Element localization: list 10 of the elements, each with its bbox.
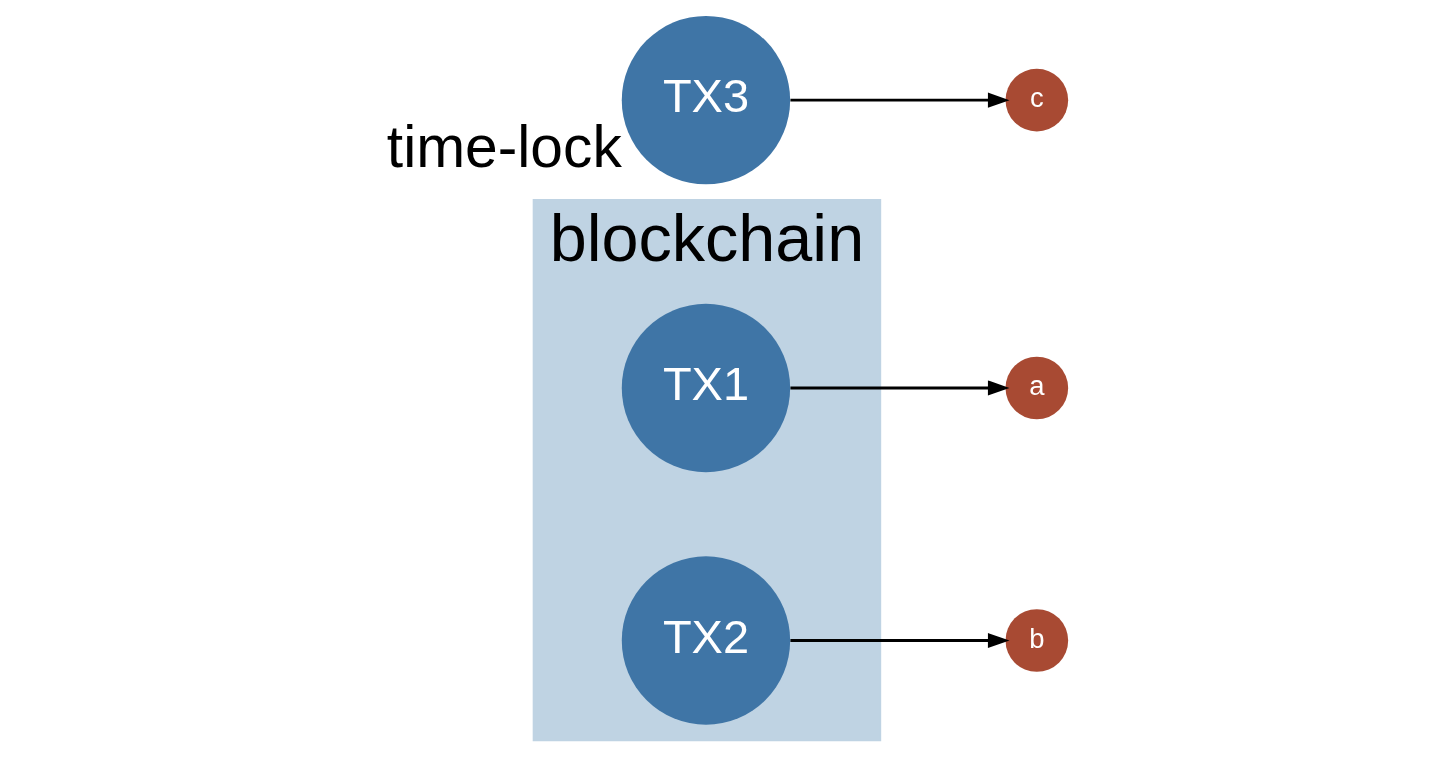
arrow: [790, 380, 1010, 396]
node-circle: TX2: [621, 556, 791, 725]
arrow: [790, 92, 1010, 108]
node-circle: a: [1005, 356, 1069, 420]
node-circle: c: [1005, 68, 1069, 132]
arrow: [790, 632, 1010, 649]
node-label: time-lock: [386, 113, 622, 179]
node-circle: TX1: [621, 303, 791, 473]
node-circle: TX3: [621, 15, 791, 185]
node-circle: b: [1005, 609, 1069, 672]
